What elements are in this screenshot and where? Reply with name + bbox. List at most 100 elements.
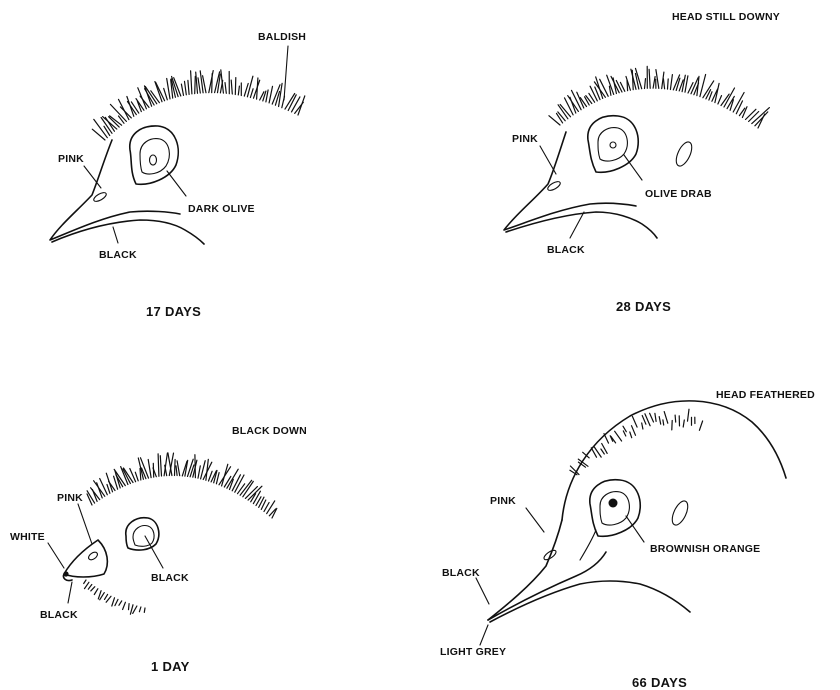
eye-ring-inner <box>598 128 627 161</box>
label-bill-color: BLACK <box>442 567 480 579</box>
down-stroke <box>682 75 685 91</box>
down-stroke <box>642 416 646 425</box>
down-stroke <box>167 79 170 99</box>
down-stroke <box>632 416 637 427</box>
down-stroke <box>642 423 643 429</box>
label-pink: PINK <box>490 495 516 507</box>
down-stroke <box>645 79 646 89</box>
down-stroke <box>718 96 722 104</box>
down-stroke <box>188 80 189 94</box>
down-stroke <box>191 71 192 94</box>
leader-white <box>48 543 64 568</box>
nostril <box>92 191 107 203</box>
bill-lower <box>52 220 204 244</box>
down-stroke <box>231 80 232 94</box>
down-stroke <box>135 472 138 481</box>
down-stroke <box>670 75 672 90</box>
down-stroke <box>97 483 103 498</box>
down-stroke <box>590 86 597 101</box>
label-black-down: BLACK DOWN <box>232 425 307 437</box>
down-stroke <box>565 98 574 115</box>
bill-upper <box>64 540 107 577</box>
down-stroke <box>144 608 145 612</box>
down-stroke <box>195 76 196 93</box>
down-stroke <box>176 466 177 476</box>
down-stroke <box>650 413 654 422</box>
leader-bill <box>68 582 72 603</box>
down-stroke <box>746 109 756 119</box>
leader-pink <box>540 146 556 174</box>
label-head-still-downy: HEAD STILL DOWNY <box>672 11 780 23</box>
down-stroke <box>227 469 238 488</box>
down-stroke <box>92 129 105 140</box>
down-stroke <box>630 432 632 438</box>
leader-pink <box>78 504 92 544</box>
label-bill-color: BLACK <box>40 609 78 621</box>
down-stroke <box>188 459 194 476</box>
down-stroke <box>685 76 688 92</box>
label-white: WHITE <box>10 531 45 543</box>
label-eye-color: OLIVE DRAB <box>645 188 712 200</box>
leader-tip <box>480 625 488 645</box>
panel-28-days: HEAD STILL DOWNY PINK OLIVE DRAB BLACK 2… <box>504 11 780 314</box>
label-eye-color: BLACK <box>151 572 189 584</box>
panel-66-days: HEAD FEATHERED PINK BROWNISH ORANGE BLAC… <box>440 389 815 690</box>
down-stroke <box>257 78 258 99</box>
leader-baldish <box>284 46 288 100</box>
head-feather-strokes <box>570 409 703 475</box>
down-stroke <box>123 602 126 609</box>
down-stroke <box>107 485 110 494</box>
down-stroke <box>115 599 118 605</box>
down-stroke <box>91 587 95 591</box>
eye-ring-inner <box>133 526 154 547</box>
label-bill-color: BLACK <box>99 249 137 261</box>
down-stroke <box>292 97 300 112</box>
down-stroke <box>105 594 108 599</box>
down-stroke <box>601 449 604 454</box>
down-crest <box>549 66 770 128</box>
down-stroke <box>100 479 108 495</box>
pupil <box>610 142 616 148</box>
age-label: 17 DAYS <box>146 304 201 319</box>
down-stroke <box>623 431 626 436</box>
down-stroke <box>604 434 609 444</box>
down-stroke <box>200 71 203 93</box>
down-stroke <box>224 476 231 487</box>
down-stroke <box>615 431 622 441</box>
down-stroke <box>196 72 198 93</box>
down-stroke <box>663 420 664 425</box>
down-stroke <box>568 96 579 112</box>
down-stroke <box>145 87 157 104</box>
down-stroke <box>653 77 655 89</box>
leader-eye <box>167 171 186 196</box>
down-stroke <box>238 86 239 95</box>
down-stroke <box>148 460 151 478</box>
down-stroke <box>175 460 176 476</box>
down-stroke <box>158 454 159 477</box>
ear-opening <box>669 499 691 528</box>
leader-bill <box>113 227 118 243</box>
pupil <box>150 155 157 165</box>
leader-pink <box>526 508 544 532</box>
down-stroke <box>85 582 89 588</box>
panel-1-day: BLACK DOWN PINK WHITE BLACK BLACK 1 DAY <box>10 425 307 674</box>
down-stroke <box>664 412 668 424</box>
down-stroke <box>250 89 253 98</box>
bill-lower <box>490 581 690 622</box>
down-stroke <box>112 598 115 606</box>
down-stroke <box>663 79 664 89</box>
down-stroke <box>655 413 656 421</box>
label-pink: PINK <box>57 492 83 504</box>
label-eye-color: DARK OLIVE <box>188 203 255 215</box>
down-stroke <box>269 86 272 103</box>
panel-17-days: BALDISH PINK DARK OLIVE BLACK 17 DAYS <box>50 31 306 319</box>
pupil <box>609 499 618 508</box>
head-outline <box>562 401 786 520</box>
leader-eye <box>145 536 163 568</box>
label-bill-color: BLACK <box>547 244 585 256</box>
down-stroke <box>212 74 213 93</box>
gape-line <box>580 530 596 560</box>
down-stroke <box>185 81 187 94</box>
down-stroke <box>139 607 141 612</box>
down-stroke <box>668 79 669 89</box>
